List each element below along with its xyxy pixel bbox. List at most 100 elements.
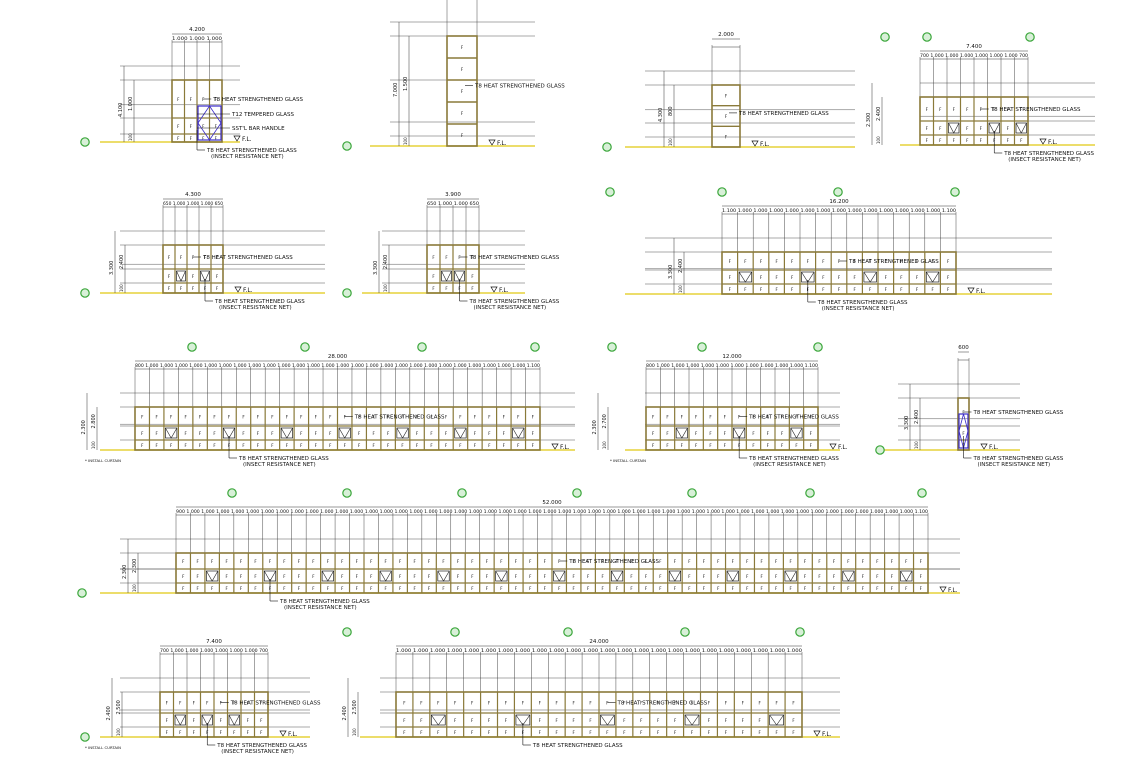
- fixed-glass-mark: F: [962, 431, 965, 436]
- vent-sash: [512, 427, 525, 439]
- fixed-glass-mark: F: [587, 586, 590, 591]
- fixed-glass-mark: F: [724, 415, 727, 420]
- fixed-glass-mark: F: [461, 67, 464, 72]
- fixed-glass-mark: F: [503, 415, 506, 420]
- top-dimension-text: 28.000: [328, 354, 348, 360]
- fixed-glass-mark: F: [804, 586, 807, 591]
- height-dimension-text: 2.500: [352, 700, 358, 714]
- fixed-glass-mark: F: [220, 701, 223, 706]
- fixed-glass-mark: F: [640, 701, 643, 706]
- fixed-glass-mark: F: [630, 586, 633, 591]
- fixed-glass-mark: F: [539, 718, 542, 723]
- base-dimension-text: 100: [914, 441, 919, 449]
- fixed-glass-mark: F: [358, 443, 361, 448]
- fixed-glass-mark: F: [233, 730, 236, 735]
- fixed-glass-mark: F: [177, 97, 180, 102]
- fixed-glass-mark: F: [190, 97, 193, 102]
- fixed-glass-mark: F: [900, 287, 903, 292]
- floor-level-label: F.L.: [288, 731, 298, 738]
- vent-opening-symbol: [174, 714, 186, 726]
- grid-reference-circle: [697, 342, 707, 352]
- fixed-glass-mark: F: [385, 559, 388, 564]
- fixed-glass-mark: F: [471, 574, 474, 579]
- fixed-glass-mark: F: [385, 586, 388, 591]
- fixed-glass-mark: F: [885, 275, 888, 280]
- fixed-glass-mark: F: [810, 415, 813, 420]
- fixed-glass-mark: F: [920, 586, 923, 591]
- fixed-glass-mark: F: [240, 574, 243, 579]
- fixed-glass-mark: F: [572, 730, 575, 735]
- vent-sash: [321, 570, 334, 582]
- vent-sash: [925, 271, 940, 283]
- fixed-glass-mark: F: [616, 559, 619, 564]
- grid-reference-circle: [795, 627, 805, 637]
- insect-net-callout: (INSECT RESISTANCE NET): [978, 462, 1051, 468]
- grid-reference-circle: [80, 137, 90, 147]
- fixed-glass-mark: F: [703, 586, 706, 591]
- fixed-glass-mark: F: [486, 574, 489, 579]
- vent-opening-symbol: [379, 570, 392, 582]
- fixed-glass-mark: F: [623, 718, 626, 723]
- fixed-glass-mark: F: [471, 586, 474, 591]
- fixed-glass-mark: F: [213, 415, 216, 420]
- fixed-glass-mark: F: [916, 259, 919, 264]
- fixed-glass-mark: F: [807, 259, 810, 264]
- fixed-glass-mark: F: [573, 586, 576, 591]
- fixed-glass-mark: F: [192, 286, 195, 291]
- fixed-glass-mark: F: [767, 443, 770, 448]
- fixed-glass-mark: F: [742, 718, 745, 723]
- glass-spec-callout: T8 HEAT STRENGTHENED GLASS: [469, 299, 560, 305]
- fixed-glass-mark: F: [752, 431, 755, 436]
- fixed-glass-mark: F: [587, 559, 590, 564]
- fixed-glass-mark: F: [300, 415, 303, 420]
- fixed-glass-mark: F: [260, 718, 263, 723]
- fixed-glass-mark: F: [141, 443, 144, 448]
- insect-net-callout: (INSECT RESISTANCE NET): [284, 605, 357, 611]
- sub-dimension-text: 700 1.000 1.000 1.000 1.000 1.000 1.000 …: [920, 53, 1029, 58]
- fixed-glass-mark: F: [403, 718, 406, 723]
- fixed-glass-mark: F: [300, 431, 303, 436]
- floor-level-triangle: [1039, 138, 1047, 145]
- fixed-glass-mark: F: [729, 259, 732, 264]
- fixed-glass-mark: F: [202, 97, 205, 102]
- fixed-glass-mark: F: [939, 107, 942, 112]
- fixed-glass-mark: F: [791, 287, 794, 292]
- fixed-glass-mark: F: [179, 730, 182, 735]
- fixed-glass-mark: F: [283, 574, 286, 579]
- base-dimension-text: 100: [116, 728, 121, 736]
- fixed-glass-mark: F: [177, 124, 180, 129]
- fixed-glass-mark: F: [458, 286, 461, 291]
- fixed-glass-mark: F: [442, 586, 445, 591]
- glass-spec-callout: T8 HEAT STRENGTHENED GLASS: [238, 456, 329, 462]
- grid-reference-circle: [417, 342, 427, 352]
- base-dimension-text: 100: [668, 138, 673, 146]
- vent-opening-symbol: [280, 427, 293, 439]
- sub-dimension-text: 700 1.000 1.000 1.000 1.000 1.000 1.000 …: [160, 648, 269, 653]
- fixed-glass-mark: F: [459, 443, 462, 448]
- vent-opening-symbol: [900, 570, 913, 582]
- grid-reference-circle: [342, 288, 352, 298]
- fixed-glass-mark: F: [300, 443, 303, 448]
- fixed-glass-mark: F: [822, 259, 825, 264]
- fixed-glass-mark: F: [738, 415, 741, 420]
- vent-sash: [769, 714, 784, 726]
- height-dimension-text: 800: [668, 106, 674, 116]
- vent-sash: [165, 427, 178, 439]
- fixed-glass-mark: F: [211, 586, 214, 591]
- insect-net-callout: (INSECT RESISTANCE NET): [221, 749, 294, 755]
- fixed-glass-mark: F: [458, 255, 461, 260]
- height-dimension-text: 2.300: [132, 559, 138, 573]
- top-dimension-text: 4.200: [189, 27, 205, 33]
- fixed-glass-mark: F: [199, 415, 202, 420]
- fixed-glass-mark: F: [225, 559, 228, 564]
- vent-sash: [726, 570, 739, 582]
- insect-net-callout: (INSECT RESISTANCE NET): [753, 462, 826, 468]
- vent-opening-symbol: [495, 570, 508, 582]
- base-dimension-text: 100: [91, 441, 96, 449]
- fixed-glass-mark: F: [847, 559, 850, 564]
- fixed-glass-mark: F: [688, 574, 691, 579]
- vent-sash: [176, 270, 186, 282]
- fixed-glass-mark: F: [708, 730, 711, 735]
- fixed-glass-mark: F: [905, 559, 908, 564]
